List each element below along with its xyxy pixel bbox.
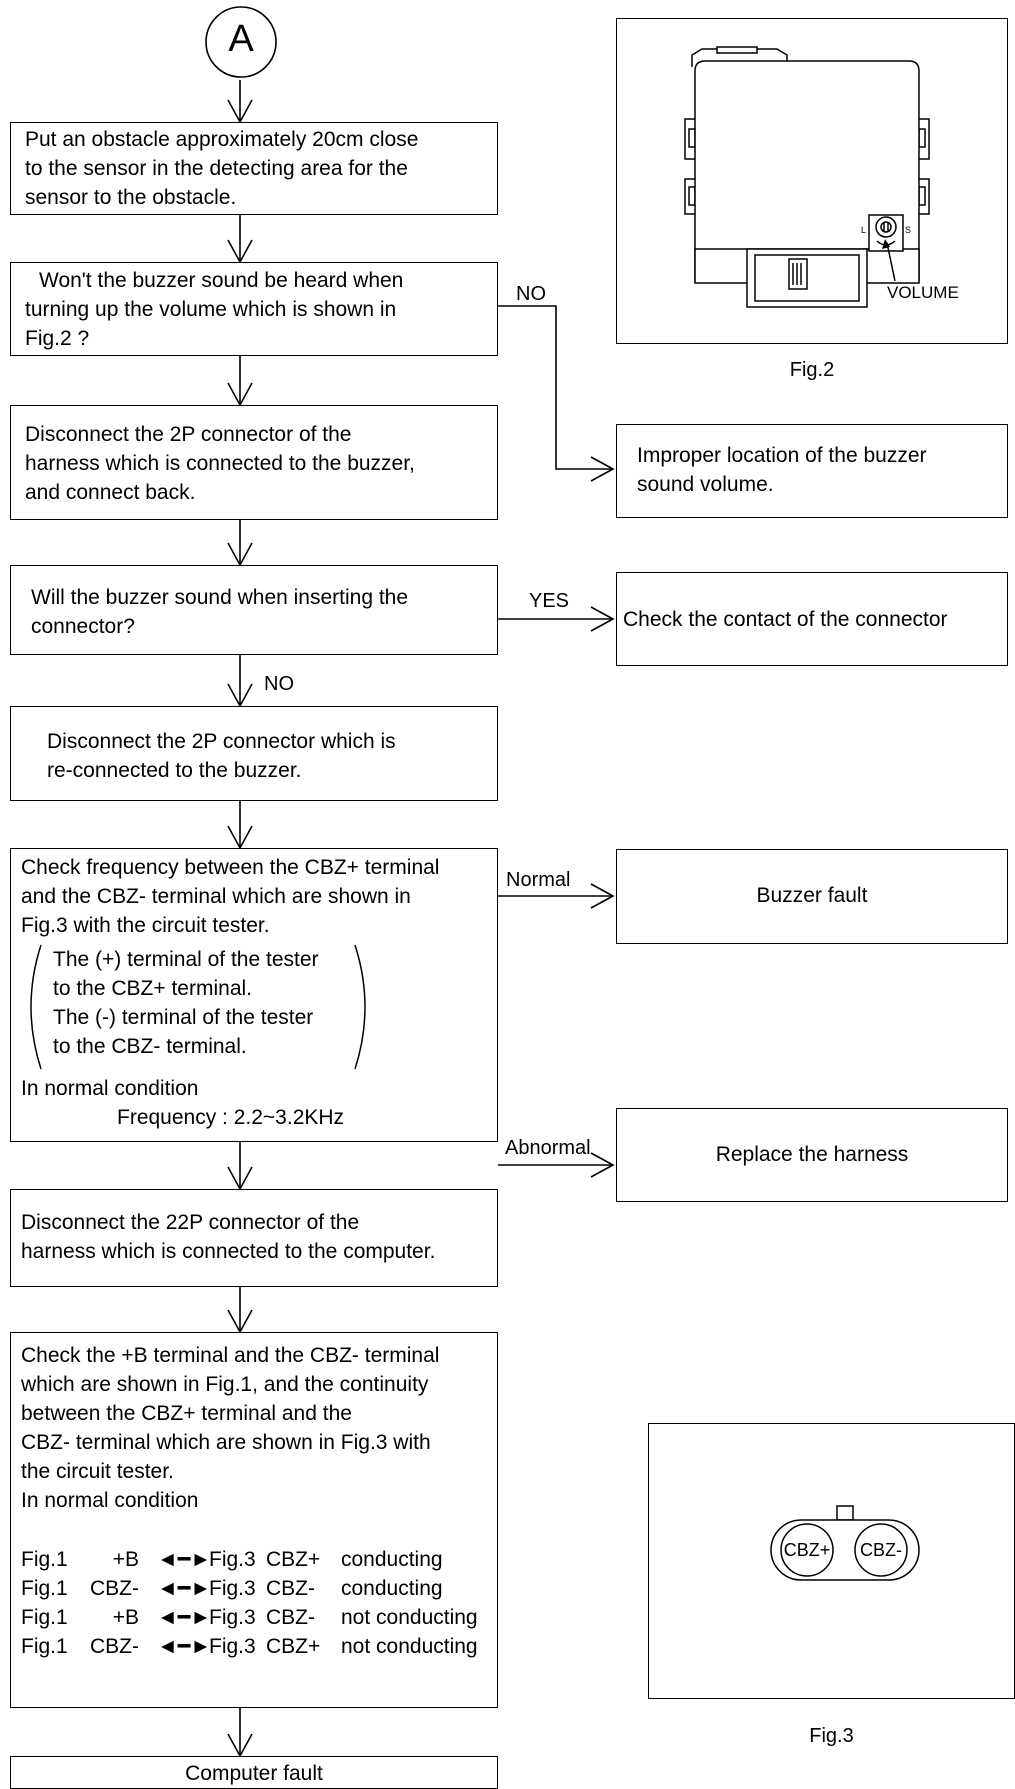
row-from-fig: Fig.1	[21, 1635, 68, 1658]
step-check-frequency: Check frequency between the CBZ+ termina…	[10, 848, 498, 1142]
step-text-line: turning up the volume which is shown in	[25, 298, 397, 321]
row-to-fig: Fig.3	[209, 1577, 256, 1600]
paren-text-line: The (+) terminal of the tester	[53, 948, 319, 971]
outcome-text-line: Improper location of the buzzer	[637, 444, 927, 467]
branch-label-no: NO	[516, 283, 546, 305]
double-arrow-icon: ◄━►	[157, 1635, 212, 1658]
step-disconnect-22p: Disconnect the 22P connector of the harn…	[10, 1189, 498, 1287]
step-text-line: Fig.2 ?	[25, 327, 90, 350]
branch-label-abnormal: Abnormal	[505, 1137, 591, 1159]
volume-s-label: S	[905, 225, 912, 235]
step-text-line: Check the +B terminal and the CBZ- termi…	[21, 1344, 440, 1367]
step-text-line: In normal condition	[21, 1489, 199, 1512]
normal-condition-label: In normal condition	[21, 1077, 199, 1100]
outcome-replace-harness: Replace the harness	[616, 1108, 1008, 1202]
branch-label-yes: YES	[529, 590, 570, 612]
fig2-caption: Fig.2	[789, 359, 835, 381]
row-to-terminal: CBZ-	[266, 1577, 315, 1600]
left-paren	[30, 944, 42, 1070]
connector-2p-drawing	[770, 1505, 920, 1581]
step-text-line: Fig.3 with the circuit tester.	[21, 914, 270, 937]
row-to-terminal: CBZ+	[266, 1635, 321, 1658]
step-text-line: and connect back.	[25, 481, 196, 504]
step-computer-fault: Computer fault	[10, 1756, 498, 1789]
step-text: Computer fault	[185, 1762, 323, 1785]
frequency-value: Frequency : 2.2~3.2KHz	[117, 1106, 345, 1129]
connector-a-circle	[205, 6, 277, 78]
step-place-obstacle: Put an obstacle approximately 20cm close…	[10, 122, 498, 215]
step-text-line: the circuit tester.	[21, 1460, 174, 1483]
row-to-fig: Fig.3	[209, 1606, 256, 1629]
step-text-line: Disconnect the 2P connector which is	[47, 730, 396, 753]
row-to-fig: Fig.3	[209, 1548, 256, 1571]
step-text-line: between the CBZ+ terminal and the	[21, 1402, 352, 1425]
step-text-line: CBZ- terminal which are shown in Fig.3 w…	[21, 1431, 431, 1454]
step-check-continuity: Check the +B terminal and the CBZ- termi…	[10, 1332, 498, 1708]
step-text-line: Won't the buzzer sound be heard when	[39, 269, 404, 292]
row-from-fig: Fig.1	[21, 1548, 68, 1571]
outcome-improper-volume: Improper location of the buzzer sound vo…	[616, 424, 1008, 518]
volume-l-label: L	[861, 225, 867, 235]
outcome-text: Check the contact of the connector	[623, 608, 948, 631]
step-text-line: Disconnect the 2P connector of the	[25, 423, 352, 446]
step-volume-check: Won't the buzzer sound be heard when tur…	[10, 262, 498, 356]
step-text-line: and the CBZ- terminal which are shown in	[21, 885, 411, 908]
row-from-terminal: CBZ-	[90, 1577, 139, 1600]
branch-label-normal: Normal	[506, 869, 571, 891]
row-from-fig: Fig.1	[21, 1577, 68, 1600]
step-text-line: which are shown in Fig.1, and the contin…	[21, 1373, 429, 1396]
step-text-line: Will the buzzer sound when inserting the	[31, 586, 409, 609]
step-disconnect-2p: Disconnect the 2P connector which is re-…	[10, 706, 498, 801]
outcome-check-contact: Check the contact of the connector	[616, 572, 1008, 666]
step-reconnect-2p: Disconnect the 2P connector of the harne…	[10, 405, 498, 520]
paren-text-line: The (-) terminal of the tester	[53, 1006, 314, 1029]
computer-unit-drawing	[684, 46, 930, 308]
branch-label-no: NO	[264, 673, 294, 695]
row-to-fig: Fig.3	[209, 1635, 256, 1658]
right-paren	[354, 944, 366, 1070]
paren-text-line: to the CBZ- terminal.	[53, 1035, 247, 1058]
row-result: not conducting	[341, 1635, 478, 1658]
step-text-line: to the sensor in the detecting area for …	[25, 157, 408, 180]
row-from-terminal: +B	[112, 1548, 139, 1571]
row-result: conducting	[341, 1577, 443, 1600]
outcome-text: Replace the harness	[715, 1143, 909, 1166]
row-from-fig: Fig.1	[21, 1606, 68, 1629]
connector-a-label: A	[228, 18, 254, 60]
fig3-caption: Fig.3	[809, 1725, 854, 1747]
step-text-line: Put an obstacle approximately 20cm close	[25, 128, 419, 151]
step-text-line: Disconnect the 22P connector of the	[21, 1211, 360, 1234]
outcome-text: Buzzer fault	[756, 884, 868, 907]
outcome-buzzer-fault: Buzzer fault	[616, 849, 1008, 944]
row-result: conducting	[341, 1548, 443, 1571]
double-arrow-icon: ◄━►	[157, 1606, 212, 1629]
row-from-terminal: +B	[112, 1606, 139, 1629]
step-text-line: connector?	[31, 615, 135, 638]
fig3-cbz-minus-terminal: CBZ-	[860, 1540, 902, 1560]
step-text-line: harness which is connected to the comput…	[21, 1240, 436, 1263]
outcome-text-line: sound volume.	[637, 473, 774, 496]
step-text-line: re-connected to the buzzer.	[47, 759, 302, 782]
row-to-terminal: CBZ+	[266, 1548, 321, 1571]
row-to-terminal: CBZ-	[266, 1606, 315, 1629]
step-text-line: harness which is connected to the buzzer…	[25, 452, 415, 475]
paren-text-line: to the CBZ+ terminal.	[53, 977, 252, 1000]
fig2-frame: VOLUME L S	[616, 18, 1008, 344]
row-from-terminal: CBZ-	[90, 1635, 139, 1658]
volume-label: VOLUME	[887, 283, 959, 302]
fig3-cbz-plus-terminal: CBZ+	[783, 1540, 831, 1560]
step-buzzer-sound-check: Will the buzzer sound when inserting the…	[10, 565, 498, 655]
step-text-line: Check frequency between the CBZ+ termina…	[21, 856, 440, 879]
double-arrow-icon: ◄━►	[157, 1548, 212, 1571]
fig3-frame: CBZ+ CBZ-	[648, 1423, 1015, 1699]
double-arrow-icon: ◄━►	[157, 1577, 212, 1600]
row-result: not conducting	[341, 1606, 478, 1629]
step-text-line: sensor to the obstacle.	[25, 186, 237, 209]
